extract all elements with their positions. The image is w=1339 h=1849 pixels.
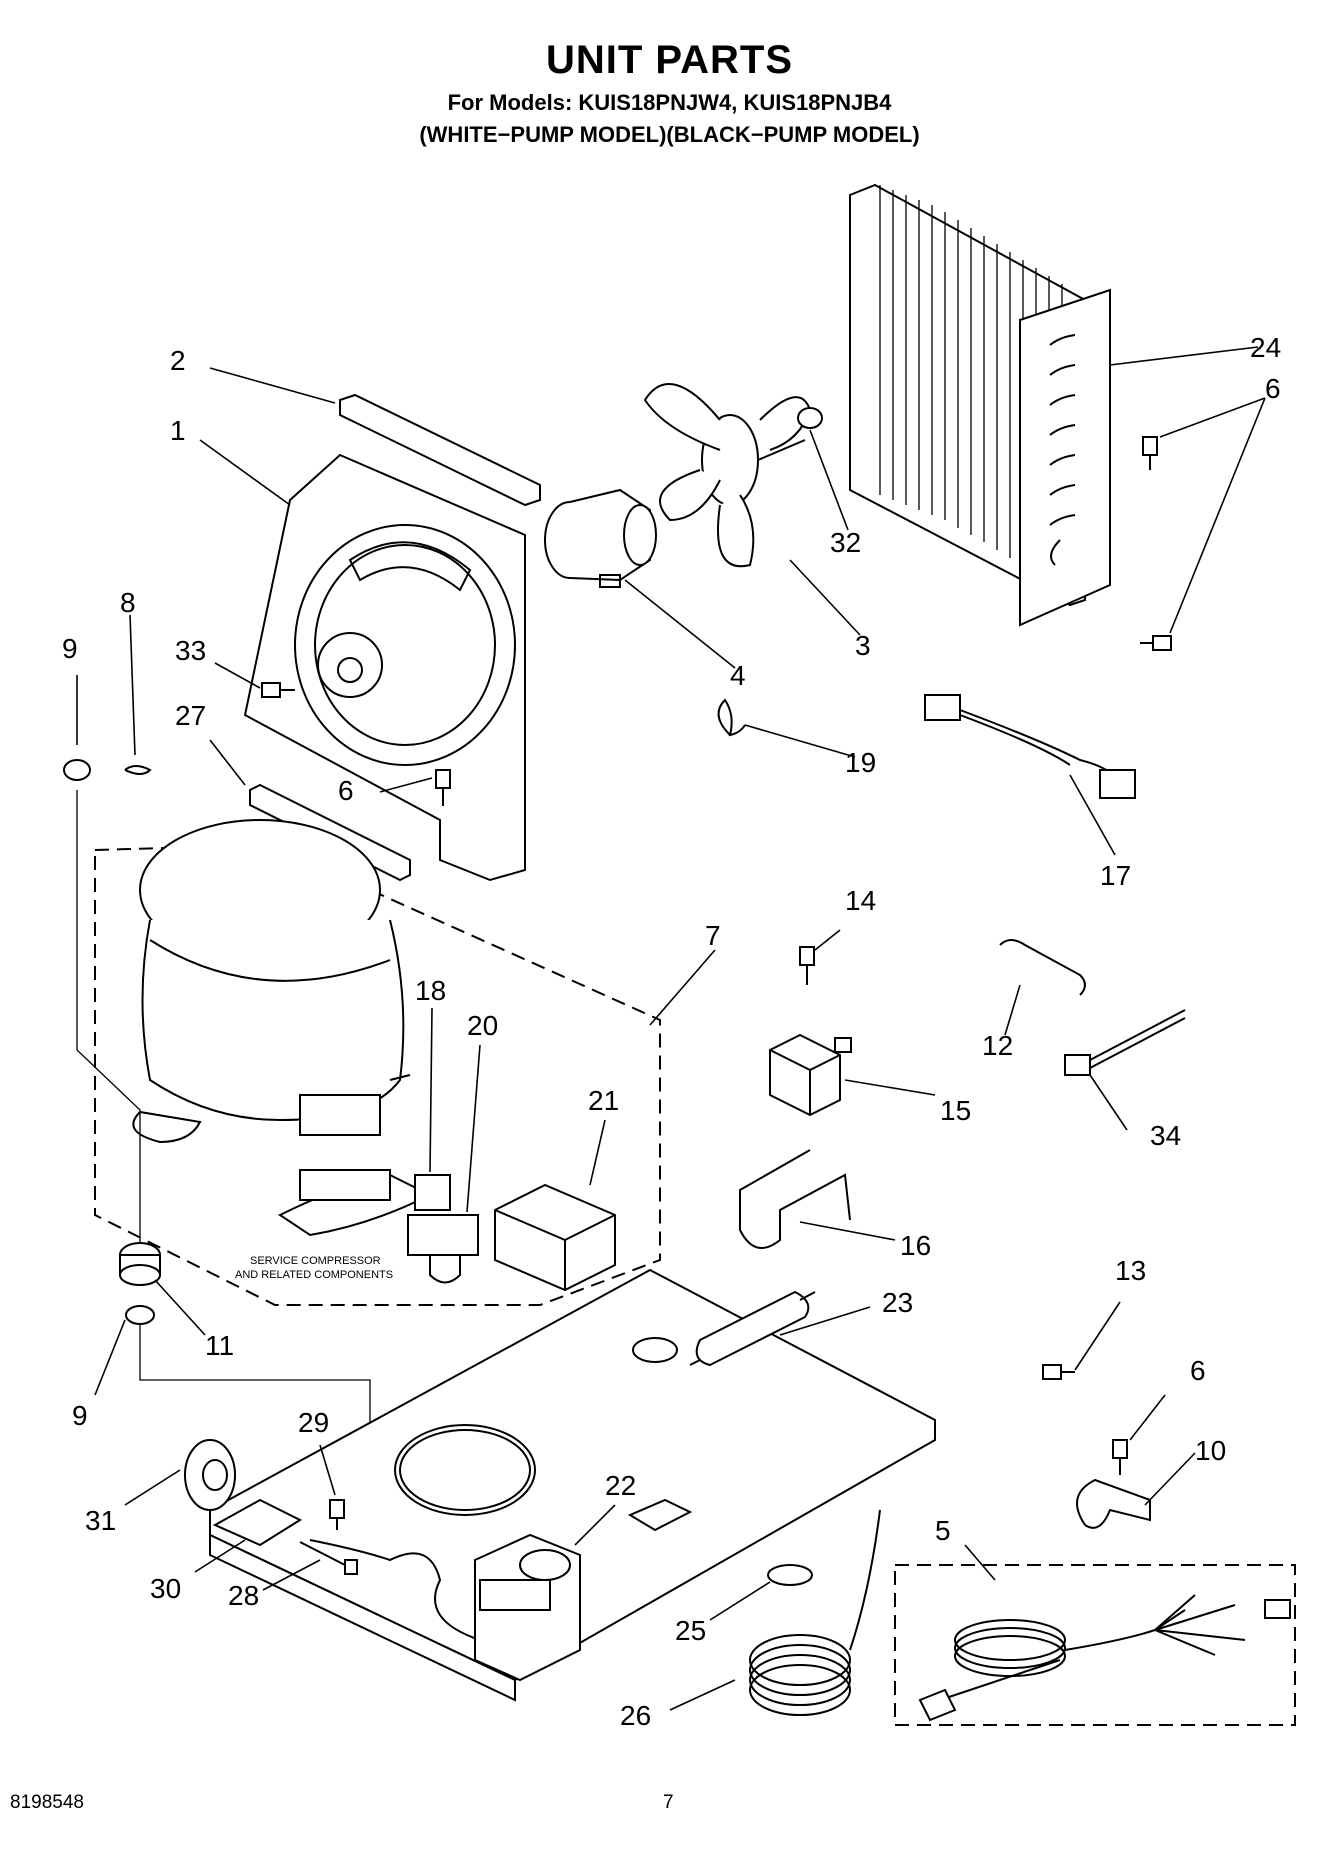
- screw-6-clamp: [1112, 1439, 1128, 1475]
- wire-harness-17: [924, 694, 1136, 799]
- pump-22: [474, 1533, 581, 1682]
- service-note-line-2: AND RELATED COMPONENTS: [235, 1269, 393, 1281]
- callout-20: 20: [467, 1010, 498, 1041]
- callout-17: 17: [1100, 860, 1131, 891]
- washer-32: [797, 407, 823, 429]
- tube-12: [999, 939, 1086, 996]
- wire-clip-19: [717, 698, 746, 737]
- screw-13: [1042, 1364, 1075, 1380]
- service-note-line-1: SERVICE COMPRESSOR: [250, 1255, 381, 1267]
- callout-5: 5: [935, 1515, 951, 1546]
- capacitor-21: [494, 1183, 616, 1292]
- callout-32: 32: [830, 527, 861, 558]
- callout-15: 15: [940, 1095, 971, 1126]
- model-variants: (WHITE−PUMP MODEL)(BLACK−PUMP MODEL): [419, 122, 920, 147]
- page-title: UNIT PARTS: [545, 38, 794, 82]
- callout-10: 10: [1195, 1435, 1226, 1466]
- callout-6-condenser: 6: [1265, 373, 1281, 404]
- bracket-16: [739, 1149, 851, 1249]
- callout-31: 31: [85, 1505, 116, 1536]
- tubing-26: [749, 1509, 881, 1716]
- callout-14: 14: [845, 885, 876, 916]
- hose-clamp-25: [767, 1564, 813, 1586]
- fan-shroud: [243, 453, 526, 882]
- callout-33: 33: [175, 635, 206, 666]
- callout-30: 30: [150, 1573, 181, 1604]
- fan-blade: [643, 383, 812, 568]
- model-numbers: For Models: KUIS18PNJW4, KUIS18PNJB4: [447, 90, 892, 115]
- relay-18: [414, 1174, 451, 1211]
- power-cord-5: [918, 1594, 1291, 1722]
- drier-23: [689, 1290, 816, 1367]
- callout-12: 12: [982, 1030, 1013, 1061]
- fan-motor: [544, 488, 657, 588]
- cable-tie-34: [1064, 1009, 1186, 1076]
- callout-2: 2: [170, 345, 186, 376]
- callout-4: 4: [730, 660, 746, 691]
- callout-21: 21: [588, 1085, 619, 1116]
- condenser-coil: [849, 183, 1111, 627]
- callout-13: 13: [1115, 1255, 1146, 1286]
- overload-20: [407, 1214, 479, 1284]
- callout-23: 23: [882, 1287, 913, 1318]
- screw-33: [261, 682, 295, 698]
- callout-8: 8: [120, 587, 136, 618]
- page-number: 7: [663, 1792, 674, 1813]
- callout-24: 24: [1250, 332, 1281, 363]
- power-cord-outline: [894, 1564, 1296, 1726]
- screw-6-condenser-top: [1142, 436, 1158, 470]
- callout-1: 1: [170, 415, 186, 446]
- document-number: 8198548: [10, 1792, 84, 1813]
- callout-9-top: 9: [62, 633, 78, 664]
- callout-27: 27: [175, 700, 206, 731]
- callout-18: 18: [415, 975, 446, 1006]
- callout-26: 26: [620, 1700, 651, 1731]
- callout-3: 3: [855, 630, 871, 661]
- gasket-strip: [339, 393, 541, 507]
- bolt-28: [299, 1541, 358, 1575]
- bracket-30: [212, 1498, 303, 1547]
- clamp-10: [1076, 1478, 1151, 1529]
- compressor: [132, 819, 433, 1237]
- callout-7: 7: [705, 920, 721, 951]
- callout-16: 16: [900, 1230, 931, 1261]
- callout-34: 34: [1150, 1120, 1181, 1151]
- callout-19: 19: [845, 747, 876, 778]
- callout-11: 11: [205, 1330, 234, 1361]
- screw-6-condenser-bottom: [1140, 635, 1172, 651]
- callout-6-right: 6: [1190, 1355, 1206, 1386]
- callout-9-bottom: 9: [72, 1400, 88, 1431]
- clip-8: [124, 765, 152, 775]
- washer-9-top: [63, 759, 91, 781]
- screw-29: [329, 1499, 345, 1530]
- callout-6-shroud: 6: [338, 775, 354, 806]
- callout-28: 28: [228, 1580, 259, 1611]
- screw-6-shroud: [435, 769, 451, 806]
- callout-22: 22: [605, 1470, 636, 1501]
- screw-14: [799, 946, 815, 985]
- callout-25: 25: [675, 1615, 706, 1646]
- grommet-11: [119, 1242, 161, 1286]
- solenoid-15: [769, 1033, 852, 1117]
- base-pan: [209, 1268, 936, 1702]
- washer-9-bottom: [125, 1305, 155, 1325]
- callout-29: 29: [298, 1407, 329, 1438]
- pulley-31: [184, 1439, 236, 1511]
